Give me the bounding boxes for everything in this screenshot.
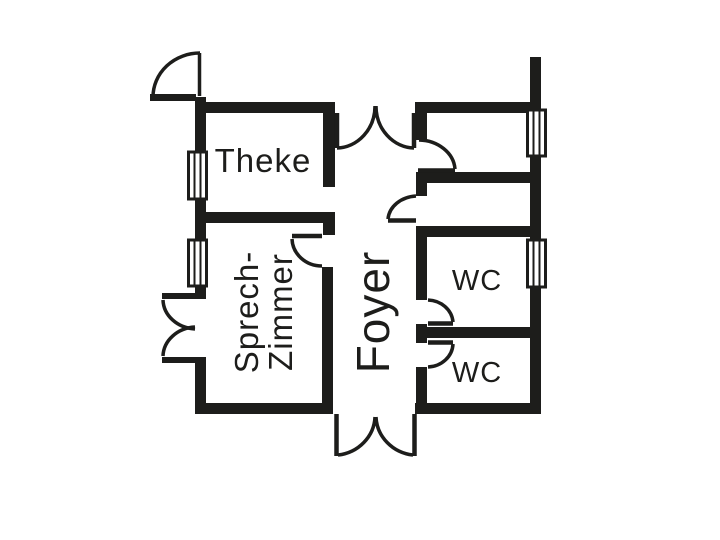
room-label-wc-bottom: WC: [452, 357, 502, 389]
wall-top-right: [415, 102, 541, 113]
windows: [187, 108, 547, 289]
opening-room1-door: [415, 140, 428, 172]
door-exterior-top-left: [150, 51, 202, 101]
door-wc-top: [427, 298, 455, 326]
door-foyer-top-double: [334, 105, 417, 150]
opening-room2-door: [415, 196, 428, 226]
door-sprechzimmer: [290, 233, 323, 268]
door-wc-bottom: [427, 340, 455, 369]
wall-bottom-right: [415, 403, 541, 414]
wall-room1-bottom: [416, 172, 534, 183]
door-room1: [418, 138, 457, 173]
opening-wc-bottom-door: [415, 343, 428, 367]
doors: [150, 51, 457, 457]
window-theke: [187, 150, 208, 201]
wall-foyer-left: [322, 267, 333, 414]
room-label-wc-top: WC: [452, 265, 502, 297]
wall-room2-bottom: [416, 226, 534, 237]
wall-divider-stub: [323, 212, 335, 235]
opening-wc-top-door: [415, 300, 428, 324]
opening-left-double-door: [193, 299, 207, 357]
room-label-sprech-line1: Sprech-: [228, 251, 265, 374]
window-wc-top: [526, 238, 547, 289]
door-room2: [386, 194, 417, 223]
wall-theke-right: [323, 102, 335, 187]
wall-top-left: [195, 102, 335, 113]
room-label-foyer: Foyer: [347, 251, 399, 374]
wall-right-spur: [530, 57, 541, 107]
door-exterior-left-double: [161, 293, 200, 363]
room-labels: Theke Sprech- Zimmer Foyer WC WC: [215, 142, 502, 389]
window-room1: [526, 108, 547, 158]
wall-divider-theke-sprech: [195, 212, 335, 223]
door-foyer-bottom-double: [334, 414, 417, 457]
room-label-theke: Theke: [215, 142, 312, 179]
wall-foyer-right: [416, 102, 427, 414]
wall-wc-divider: [417, 327, 534, 338]
room-label-sprech-line2: Zimmer: [262, 253, 299, 371]
window-sprechzimmer: [187, 238, 208, 288]
wall-bottom-left: [195, 403, 333, 414]
